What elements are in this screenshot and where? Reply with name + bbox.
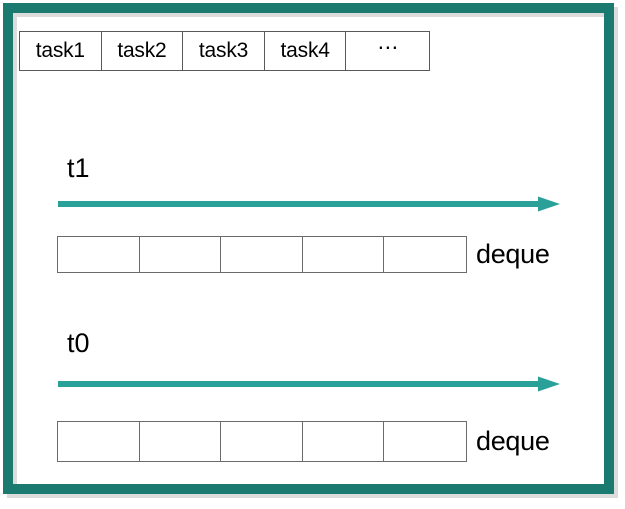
thread-label-t0: t0 <box>67 328 90 358</box>
task-cell-ellipsis: ⋯ <box>346 32 430 70</box>
timeline-arrow-t1 <box>58 196 560 212</box>
timeline-arrow-t0 <box>58 376 560 392</box>
deque-cell <box>139 237 222 272</box>
diagram-outer-frame <box>3 3 614 494</box>
deque-cell <box>384 422 466 461</box>
deque-cell <box>139 422 222 461</box>
deque-cell <box>221 422 303 461</box>
deque-caption-t1: deque <box>476 239 550 269</box>
deque-cell <box>384 237 466 272</box>
deque-t0 <box>57 421 467 462</box>
deque-cell <box>58 237 140 272</box>
task-cell: task3 <box>183 32 265 70</box>
deque-cell <box>302 422 385 461</box>
deque-caption-t0: deque <box>476 426 550 456</box>
task-cell: task4 <box>264 32 347 70</box>
thread-label-t1: t1 <box>67 153 90 183</box>
task-queue: task1 task2 task3 task4 ⋯ <box>19 31 430 71</box>
task-cell: task2 <box>101 32 184 70</box>
deque-cell <box>58 422 140 461</box>
deque-t1 <box>57 236 467 273</box>
deque-cell <box>221 237 303 272</box>
task-cell: task1 <box>20 32 102 70</box>
deque-cell <box>302 237 385 272</box>
